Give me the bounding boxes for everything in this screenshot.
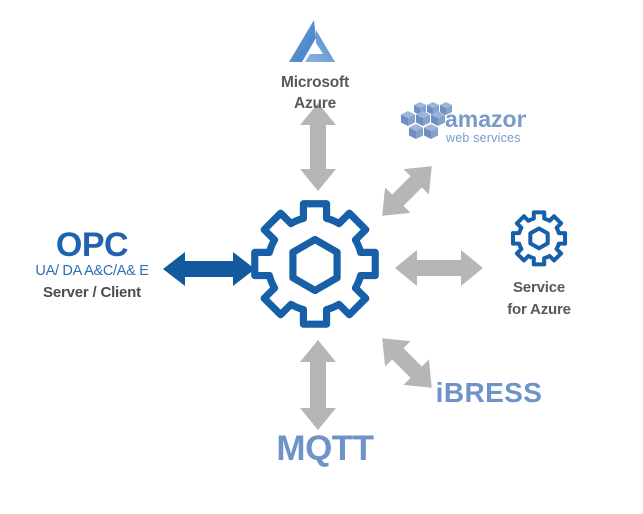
opc-title: OPC [55, 226, 129, 264]
microsoft-azure-node[interactable]: Microsoft Azure [256, 18, 374, 114]
arrow-hub-to-ibress [382, 338, 432, 388]
ibress-label: iBRESS [435, 377, 543, 408]
azure-label-line1: Microsoft [281, 74, 349, 91]
central-gateway-gear [246, 196, 384, 334]
amazon-web-services-logo: amazon web services [401, 102, 531, 145]
arrow-hub-to-service-for-azure [395, 250, 483, 286]
ibress-node[interactable]: iBRESS [424, 376, 554, 409]
amazon-web-services-node[interactable]: amazon web services [398, 100, 531, 153]
opc-node[interactable]: OPC UA/ DA A&C/A& E Server / Client [12, 228, 172, 301]
mqtt-label: MQTT [276, 429, 374, 468]
aws-cube-cluster [401, 102, 452, 139]
arrow-hub-to-mqtt [300, 340, 336, 430]
gear-icon [510, 210, 568, 267]
arrow-hub-to-aws [382, 166, 432, 216]
opc-subtitle: UA/ DA A&C/A& E [35, 263, 149, 279]
opc-role-label: Server / Client [43, 283, 141, 301]
aws-wordmark-amazon: amazon [445, 106, 526, 132]
service-for-azure-label-line1: Service [513, 279, 565, 296]
arrow-hub-to-azure [300, 103, 336, 191]
arrow-hub-to-opc [163, 252, 255, 286]
aws-wordmark-webservices: web services [445, 131, 521, 145]
service-for-azure-node[interactable]: Service for Azure [484, 208, 594, 318]
microsoft-azure-logo [289, 20, 335, 62]
mqtt-node[interactable]: MQTT [255, 428, 395, 469]
gear-icon [251, 200, 379, 328]
azure-label-line2: Azure [293, 95, 337, 113]
service-for-azure-label-line2: for Azure [507, 300, 571, 318]
